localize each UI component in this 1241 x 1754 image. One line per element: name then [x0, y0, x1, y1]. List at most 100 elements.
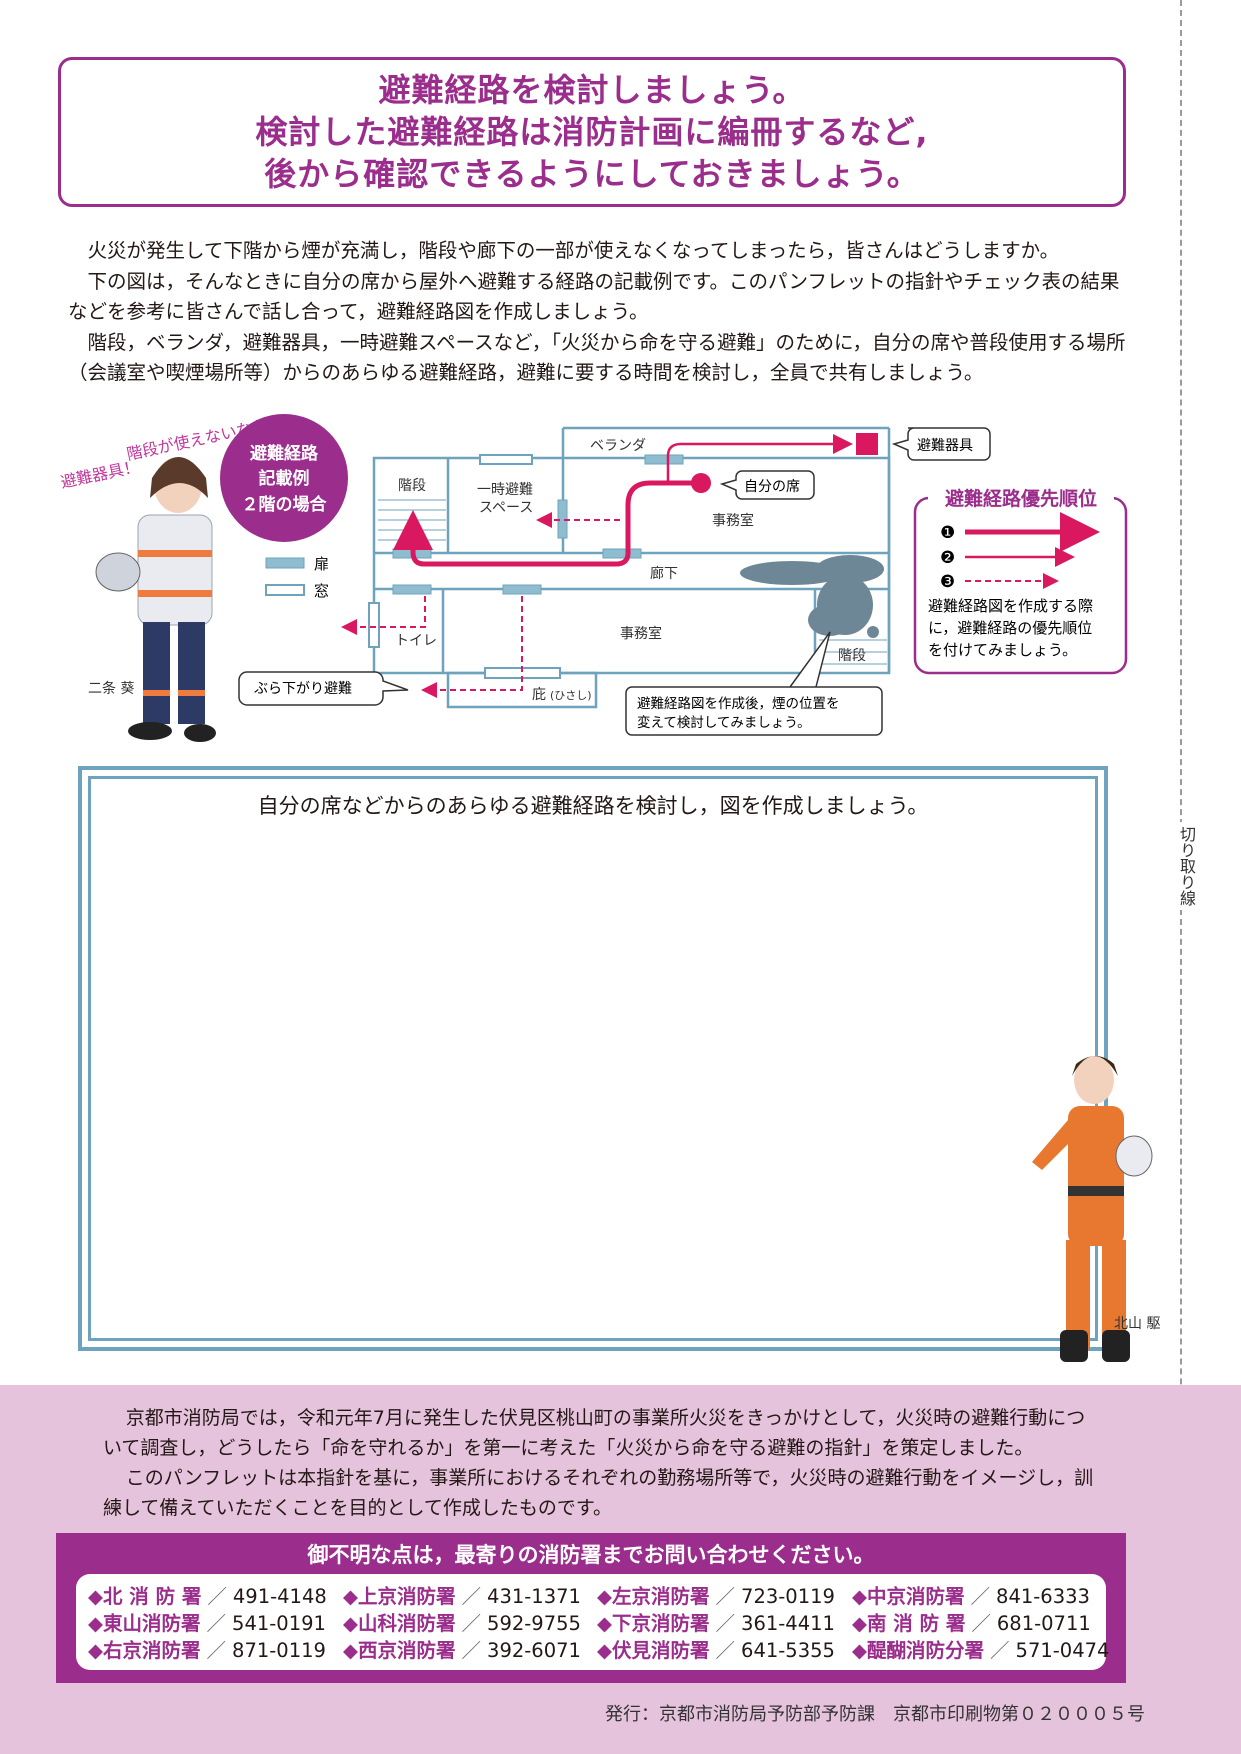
priority-note-3: を付けてみましょう。 — [928, 641, 1077, 659]
station-phone[interactable]: 361-4411 — [741, 1612, 835, 1635]
closing-paragraph-1: 京都市消防局では，令和元年7月に発生した伏見区桃山町の事業所火災をきっかけとして… — [103, 1407, 1086, 1459]
contact-heading: 御不明な点は，最寄りの消防署までお問い合わせください。 — [307, 1543, 875, 1567]
legend-window-label: 窓 — [314, 582, 329, 600]
station-entry: ◆醍醐消防分署／571-0474 — [852, 1634, 1109, 1663]
callout-hang-bubble — [238, 671, 409, 706]
room-stairs-left: 階段 — [398, 478, 426, 494]
station-name: 下京消防署 — [612, 1612, 710, 1635]
station-name: 中京消防署 — [867, 1585, 965, 1608]
station-name: 北 消 防 署 — [103, 1585, 202, 1608]
legend-window-swatch — [265, 584, 305, 596]
station-phone[interactable]: 571-0474 — [1015, 1639, 1110, 1662]
priority-num-1: ❶ — [940, 523, 955, 543]
separator: ／ — [461, 1612, 482, 1635]
station-phone[interactable]: 541-0191 — [232, 1612, 326, 1635]
station-phone[interactable]: 592-9755 — [487, 1612, 581, 1635]
callout-smoke-line-2: 変えて検討してみましょう。 — [637, 714, 811, 731]
stairs-right-hatch — [819, 639, 887, 665]
priority-num-2: ❷ — [940, 548, 955, 568]
character-name-left: 二条 葵 — [88, 680, 134, 697]
practice-drawing-area[interactable] — [88, 776, 1098, 1341]
diamond-bullet-icon: ◆ — [343, 1639, 358, 1662]
speech-line-2: 避難器具！ — [59, 457, 141, 492]
route-priority-3-toilet — [341, 596, 426, 635]
station-name: 山科消防署 — [358, 1612, 456, 1635]
room-temp-space-2: スペース — [479, 500, 533, 516]
station-entry: ◆右京消防署／871-0119 — [88, 1634, 326, 1663]
badge-line-1: 避難経路 — [250, 443, 319, 464]
station-name: 西京消防署 — [358, 1639, 456, 1662]
station-entry: ◆山科消防署／592-9755 — [343, 1607, 581, 1636]
callout-hang-text: ぶら下がり避難 — [254, 681, 352, 697]
legend-door-label: 扉 — [314, 555, 329, 573]
station-phone[interactable]: 641-5355 — [741, 1639, 835, 1662]
separator: ／ — [206, 1639, 227, 1662]
diamond-bullet-icon: ◆ — [88, 1639, 103, 1662]
station-phone[interactable]: 723-0119 — [741, 1585, 835, 1608]
station-phone[interactable]: 392-6071 — [487, 1639, 581, 1662]
diamond-bullet-icon: ◆ — [343, 1585, 358, 1608]
diamond-bullet-icon: ◆ — [597, 1612, 612, 1635]
diamond-bullet-icon: ◆ — [852, 1639, 867, 1662]
priority-note-1: 避難経路図を作成する際 — [928, 597, 1093, 615]
my-seat-marker — [691, 473, 711, 493]
diamond-bullet-icon: ◆ — [88, 1612, 103, 1635]
room-temp-space-1: 一時避難 — [477, 482, 533, 498]
legend-door-swatch — [265, 557, 305, 569]
separator: ／ — [715, 1639, 736, 1662]
diamond-bullet-icon: ◆ — [597, 1585, 612, 1608]
separator: ／ — [206, 1612, 227, 1635]
station-entry: ◆中京消防署／841-6333 — [852, 1580, 1090, 1609]
room-toilet: トイレ — [395, 633, 437, 649]
station-phone[interactable]: 491-4148 — [232, 1585, 327, 1608]
station-name: 醍醐消防分署 — [867, 1639, 985, 1662]
callout-smoke-bubble — [625, 631, 883, 736]
separator: ／ — [715, 1585, 736, 1608]
station-name: 左京消防署 — [612, 1585, 710, 1608]
room-corridor: 廊下 — [650, 565, 678, 582]
station-name: 右京消防署 — [103, 1639, 201, 1662]
badge-line-2: 記載例 — [259, 468, 310, 489]
station-phone[interactable]: 841-6333 — [996, 1585, 1090, 1608]
separator: ／ — [207, 1585, 227, 1608]
evacuation-equipment-marker — [856, 433, 878, 455]
closing-text: 京都市消防局では，令和元年7月に発生した伏見区桃山町の事業所火災をきっかけとして… — [103, 1403, 1103, 1523]
room-office-bottom: 事務室 — [620, 625, 662, 642]
title-line-3: 後から確認できるようにしておきましょう。 — [264, 155, 920, 193]
room-office-top: 事務室 — [712, 512, 754, 529]
station-name: 上京消防署 — [358, 1585, 456, 1608]
callout-seat-bubble — [719, 470, 815, 500]
callout-equipment-text: 避難器具 — [917, 438, 973, 454]
windows — [368, 454, 561, 679]
station-phone[interactable]: 681-0711 — [996, 1612, 1091, 1635]
diamond-bullet-icon: ◆ — [852, 1585, 867, 1608]
route-priority-1 — [393, 480, 701, 567]
station-name: 東山消防署 — [103, 1612, 201, 1635]
publisher-info: 発行：京都市消防局予防部予防課 京都市印刷物第０２０００５号 — [605, 1704, 1145, 1725]
doors — [392, 454, 684, 595]
route-priority-3-eaves — [421, 596, 523, 698]
priority-num-3: ❸ — [940, 572, 955, 592]
example-badge — [220, 414, 348, 542]
station-phone[interactable]: 431-1371 — [487, 1585, 581, 1608]
smoke-cloud — [740, 555, 884, 638]
station-entry: ◆伏見消防署／641-5355 — [597, 1634, 835, 1663]
station-entry: ◆北 消 防 署／491-4148 — [88, 1580, 327, 1609]
practice-area-frame — [78, 766, 1108, 1351]
station-entry: ◆南 消 防 署／681-0711 — [852, 1607, 1091, 1636]
title-line-1: 避難経路を検討しましょう。 — [378, 71, 806, 109]
separator: ／ — [971, 1612, 991, 1635]
room-stairs-right: 階段 — [838, 648, 866, 664]
station-phone[interactable]: 871-0119 — [232, 1639, 326, 1662]
practice-caption: 自分の席などからのあらゆる避難経路を検討し，図を作成しましょう。 — [257, 794, 929, 818]
room-veranda: ベランダ — [590, 438, 646, 454]
evacuation-route-diagram: 階段が使えないなら 避難器具！ 二条 葵 避難経路 記載例 ２階の場合 扉 窓 — [59, 414, 1128, 742]
badge-line-3: ２階の場合 — [242, 494, 328, 515]
priority-note-2: に，避難経路の優先順位 — [928, 619, 1092, 637]
firefighter-man-illustration: 北山 駆 — [1032, 1056, 1160, 1362]
contact-panel — [76, 1574, 1106, 1670]
diamond-bullet-icon: ◆ — [852, 1612, 867, 1635]
intro-paragraph-3: 階段，ベランダ，避難器具，一時避難スペースなど，「火災から命を守る避難」のために… — [68, 330, 1126, 385]
character-name-right: 北山 駆 — [1114, 1316, 1160, 1332]
title-box: 避難経路を検討しましょう。 検討した避難経路は消防計画に編冊するなど, 後から確… — [58, 57, 1126, 207]
